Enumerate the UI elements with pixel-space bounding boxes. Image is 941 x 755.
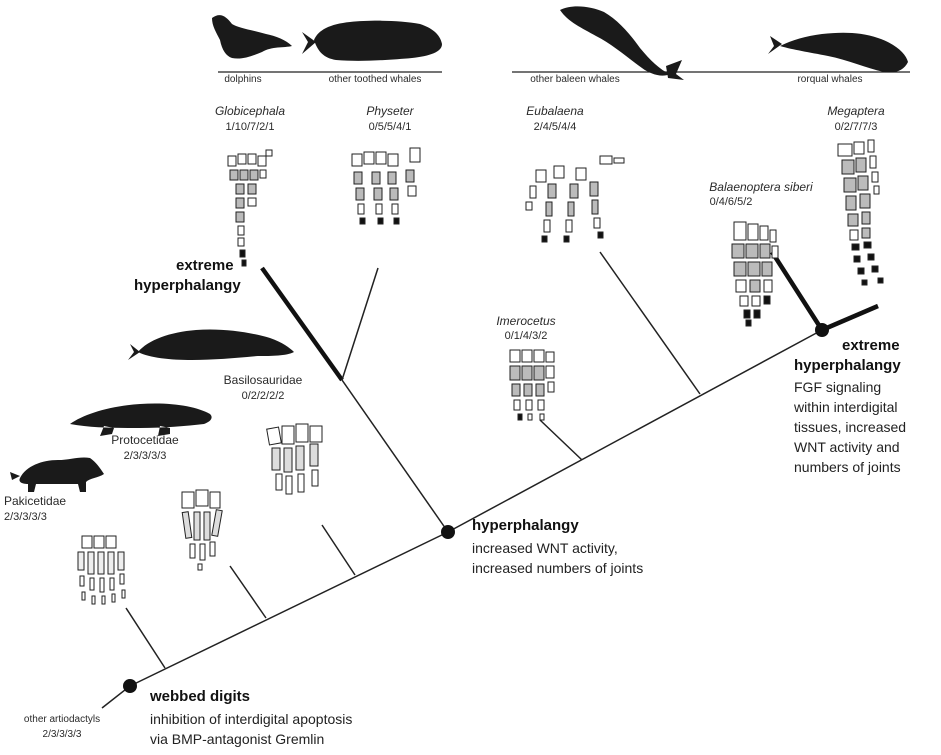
globicephala-flipper	[228, 150, 272, 266]
protocetidae-flipper	[182, 490, 222, 570]
webbed-digits-desc-1: inhibition of interdigital apoptosis	[150, 710, 352, 729]
hyperphalangy-title: hyperphalangy	[472, 517, 579, 534]
extreme-rorqual-desc-1: FGF signaling	[794, 378, 881, 397]
protocetid-silhouette	[70, 403, 212, 436]
megaptera-branch-thick	[822, 306, 878, 330]
pakicetidae-flipper	[78, 536, 125, 604]
extreme-rorqual-desc-5: numbers of joints	[794, 458, 901, 477]
formula-physeter: 0/5/5/4/1	[350, 121, 430, 133]
hyperphalangy-desc-2: increased numbers of joints	[472, 559, 643, 578]
formula-other-artiodactyls: 2/3/3/3/3	[12, 729, 112, 740]
extreme-toothed-line2: hyperphalangy	[134, 276, 241, 295]
eubalaena-flipper	[526, 156, 624, 242]
formula-imerocetus: 0/1/4/3/2	[486, 330, 566, 342]
formula-pakicetidae: 2/3/3/3/3	[4, 511, 94, 523]
extreme-rorqual-line2: hyperphalangy	[794, 356, 901, 375]
physeter-flipper	[352, 148, 420, 224]
group-label-baleen-whales: other baleen whales	[520, 74, 630, 85]
physeter-branch	[342, 268, 378, 380]
baleen-spine-branch	[448, 330, 822, 532]
taxon-name-imerocetus: Imerocetus	[486, 314, 566, 328]
hyperphalangy-desc-1: increased WNT activity,	[472, 539, 618, 558]
eubalaena-branch	[600, 252, 700, 394]
taxon-name-other-artiodactyls: other artiodactyls	[12, 714, 112, 725]
imerocetus-branch	[540, 420, 582, 460]
basilosaurid-silhouette	[128, 329, 294, 360]
taxon-name-globicephala: Globicephala	[205, 104, 295, 118]
extreme-rorqual-desc-3: tissues, increased	[794, 418, 906, 437]
sperm-whale-silhouette	[302, 21, 442, 61]
formula-megaptera: 0/2/7/7/3	[816, 121, 896, 133]
taxon-name-megaptera: Megaptera	[816, 104, 896, 118]
extreme-hyperphalangy-node	[815, 323, 829, 337]
formula-balaenoptera: 0/4/6/5/2	[686, 196, 776, 208]
right-whale-silhouette	[560, 6, 684, 80]
webbed-digits-node	[123, 679, 137, 693]
webbed-digits-desc-2: via BMP-antagonist Gremlin	[150, 730, 324, 749]
taxon-name-pakicetidae: Pakicetidae	[4, 494, 94, 508]
main-spine-branch	[130, 532, 448, 686]
humpback-silhouette	[768, 33, 908, 73]
webbed-digits-title: webbed digits	[150, 688, 250, 705]
balaenoptera-branch-thick	[772, 252, 822, 330]
pakicetidae-branch	[126, 608, 165, 668]
extreme-toothed-line1: extreme	[176, 256, 234, 275]
basilosauridae-flipper	[267, 424, 322, 494]
hyperphalangy-node	[441, 525, 455, 539]
taxon-name-protocetidae: Protocetidae	[90, 433, 200, 447]
taxon-name-basilosauridae: Basilosauridae	[208, 373, 318, 387]
group-label-rorqual-whales: rorqual whales	[780, 74, 880, 85]
basilosauridae-branch	[322, 525, 355, 575]
globicephala-branch-thick	[262, 268, 342, 380]
balaenoptera-flipper	[732, 222, 778, 326]
taxon-name-balaenoptera: Balaenoptera siberi	[696, 180, 826, 194]
imerocetus-flipper	[510, 350, 554, 420]
taxon-name-physeter: Physeter	[350, 104, 430, 118]
extreme-rorqual-line1: extreme	[842, 336, 900, 355]
protocetidae-branch	[230, 566, 266, 618]
formula-protocetidae: 2/3/3/3/3	[90, 450, 200, 462]
dolphin-silhouette	[212, 15, 292, 58]
group-label-dolphins: dolphins	[218, 74, 268, 85]
megaptera-flipper	[838, 140, 883, 285]
extreme-rorqual-desc-4: WNT activity and	[794, 438, 900, 457]
taxon-name-eubalaena: Eubalaena	[510, 104, 600, 118]
toothed-branch	[342, 380, 448, 532]
formula-basilosauridae: 0/2/2/2/2	[208, 390, 318, 402]
pakicetid-silhouette	[10, 457, 104, 492]
extreme-rorqual-desc-2: within interdigital	[794, 398, 898, 417]
formula-globicephala: 1/10/7/2/1	[205, 121, 295, 133]
group-label-toothed-whales: other toothed whales	[305, 74, 445, 85]
formula-eubalaena: 2/4/5/4/4	[510, 121, 600, 133]
